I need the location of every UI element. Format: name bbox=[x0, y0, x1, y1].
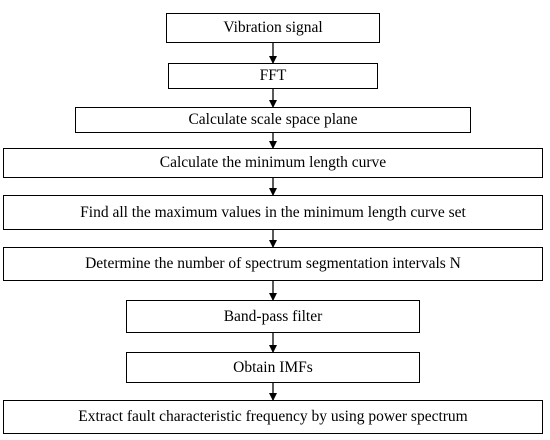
step-minimum-length-curve: Calculate the minimum length curve bbox=[3, 148, 543, 178]
step-obtain-imfs: Obtain IMFs bbox=[126, 352, 420, 383]
step-band-pass-filter: Band-pass filter bbox=[126, 300, 420, 333]
step-scale-space-plane: Calculate scale space plane bbox=[75, 107, 471, 133]
step-find-maximum-values: Find all the maximum values in the minim… bbox=[3, 195, 543, 230]
step-extract-fault-frequency: Extract fault characteristic frequency b… bbox=[3, 400, 543, 434]
step-vibration-signal: Vibration signal bbox=[166, 13, 380, 43]
step-fft: FFT bbox=[168, 63, 378, 89]
step-segmentation-intervals: Determine the number of spectrum segment… bbox=[3, 247, 543, 281]
